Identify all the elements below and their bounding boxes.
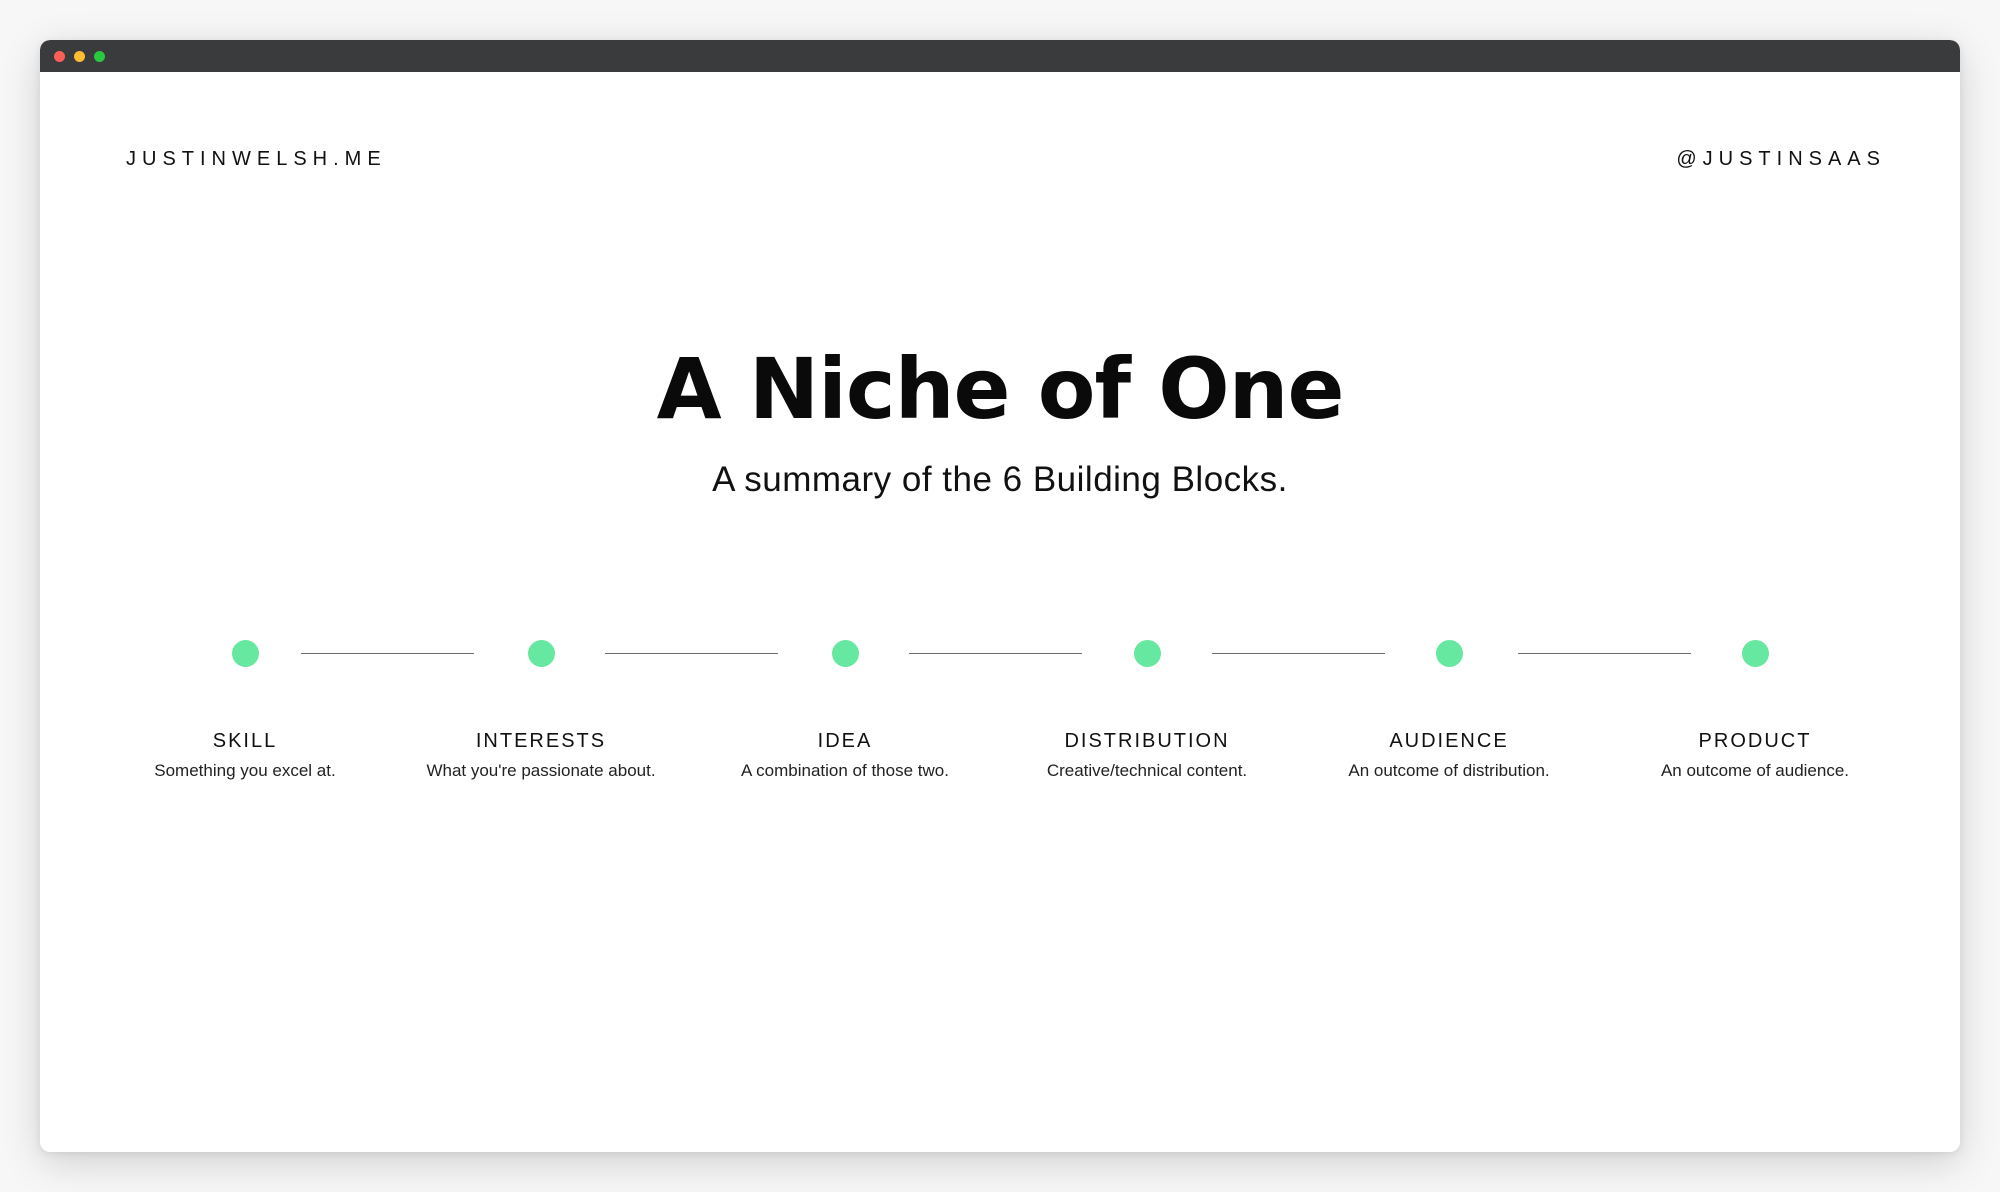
timeline-connector xyxy=(909,653,1082,654)
page-title: A Niche of One xyxy=(656,340,1345,438)
step-description-distribution: Creative/technical content. xyxy=(1046,761,1248,780)
step-dot-skill xyxy=(232,640,259,667)
step-label-idea: IDEA xyxy=(817,730,873,752)
page-subtitle: A summary of the 6 Building Blocks. xyxy=(712,460,1288,499)
building-blocks-timeline: SKILL Something you excel at. INTERESTS … xyxy=(40,640,1960,840)
step-description-product: An outcome of audience. xyxy=(1660,761,1850,780)
step-description-idea: A combination of those two. xyxy=(741,761,949,780)
step-description-interests: What you're passionate about. xyxy=(426,761,656,780)
step-description-audience: An outcome of distribution. xyxy=(1348,761,1550,780)
window-titlebar xyxy=(40,40,1960,72)
step-label-product: PRODUCT xyxy=(1698,730,1812,752)
step-label-audience: AUDIENCE xyxy=(1389,730,1509,752)
step-label-interests: INTERESTS xyxy=(475,730,607,752)
browser-window: JUSTINWELSH.ME @JUSTINSAAS A Niche of On… xyxy=(40,40,1960,1152)
step-description-skill: Something you excel at. xyxy=(154,761,336,780)
step-label-skill: SKILL xyxy=(212,730,278,752)
step-dot-interests xyxy=(528,640,555,667)
step-dot-product xyxy=(1742,640,1769,667)
step-label-distribution: DISTRIBUTION xyxy=(1064,730,1230,752)
timeline-connector xyxy=(605,653,778,654)
close-window-button[interactable] xyxy=(54,51,65,62)
social-handle: @JUSTINSAAS xyxy=(1676,148,1886,170)
zoom-window-button[interactable] xyxy=(94,51,105,62)
timeline-connector xyxy=(1518,653,1691,654)
step-dot-distribution xyxy=(1134,640,1161,667)
minimize-window-button[interactable] xyxy=(74,51,85,62)
site-name: JUSTINWELSH.ME xyxy=(126,148,387,170)
timeline-connector xyxy=(301,653,474,654)
timeline-connector xyxy=(1212,653,1385,654)
step-dot-audience xyxy=(1436,640,1463,667)
step-dot-idea xyxy=(832,640,859,667)
